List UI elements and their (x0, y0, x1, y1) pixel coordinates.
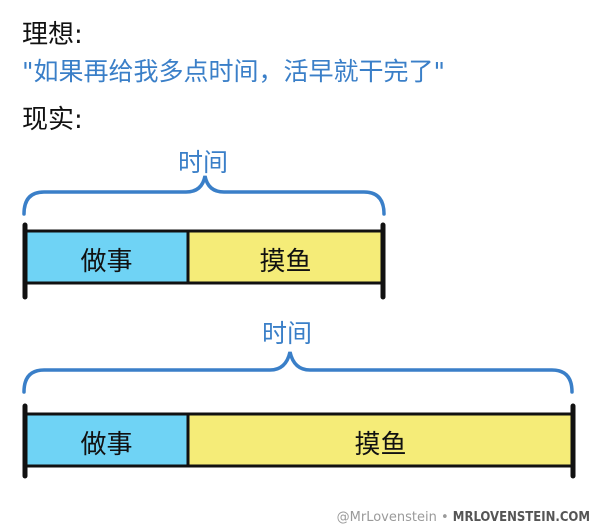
footer-handle: @MrLovenstein (336, 510, 437, 525)
time-brace-1 (22, 175, 386, 216)
time-brace-2 (22, 351, 574, 394)
time-label-1: 时间 (178, 148, 229, 177)
diagram-1 (22, 175, 386, 300)
footer-credit: @MrLovenstein • MRLOVENSTEIN.COM (337, 510, 590, 525)
slack-segment-1 (188, 231, 383, 283)
diagram-2 (22, 351, 576, 479)
ideal-label: 理想: (22, 20, 83, 50)
time-label-2: 时间 (262, 319, 313, 348)
slack-label-1: 摸鱼 (259, 247, 312, 277)
footer-site: MRLOVENSTEIN.COM (452, 510, 590, 525)
footer-separator: • (440, 510, 449, 525)
work-segment-2 (25, 414, 188, 466)
slack-label-2: 摸鱼 (354, 430, 407, 460)
work-label-1: 做事 (80, 247, 133, 277)
reality-label: 现实: (22, 105, 83, 135)
work-label-2: 做事 (80, 430, 133, 460)
ideal-quote: "如果再给我多点时间，活早就干完了" (22, 57, 445, 86)
work-segment-1 (25, 231, 188, 283)
slack-segment-2 (188, 414, 573, 466)
